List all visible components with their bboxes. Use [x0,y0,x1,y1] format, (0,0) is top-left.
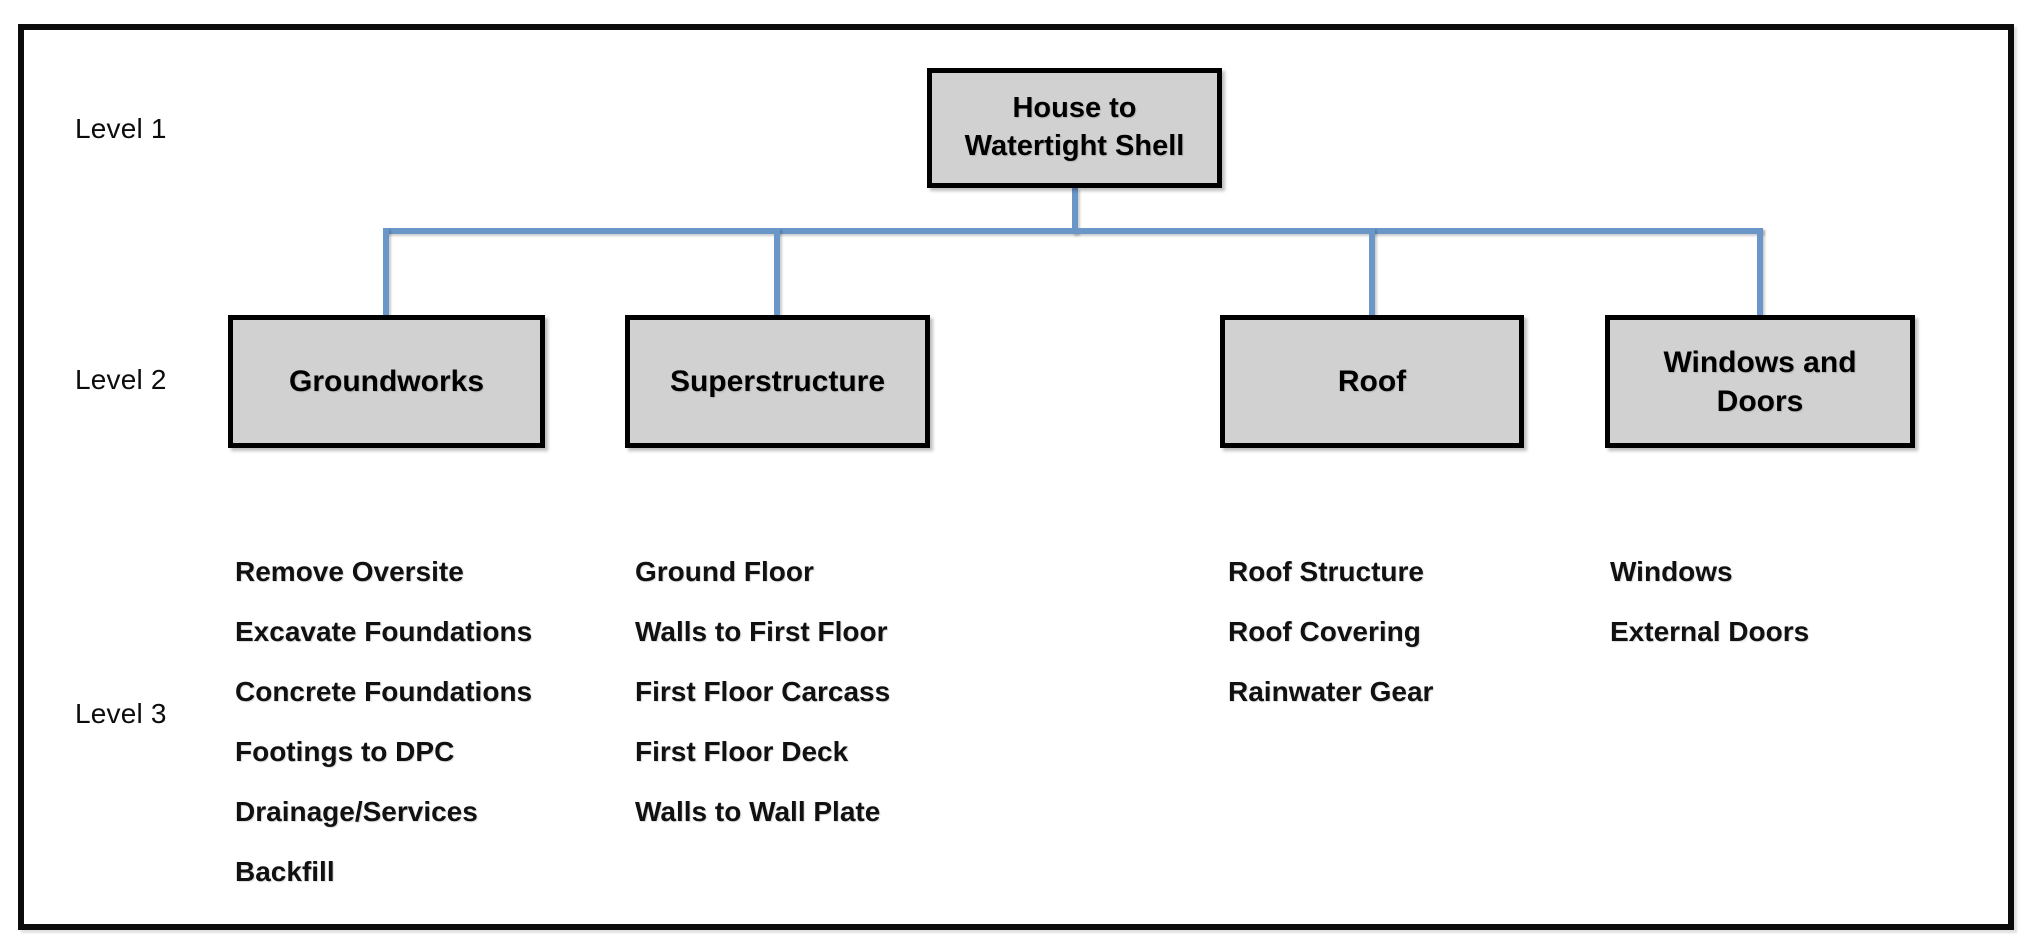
connector-drop-groundworks [383,228,389,315]
branch-box-label: Groundworks [288,365,484,398]
branch-box-label: Roof [1337,365,1407,398]
list-item: External Doors [1610,616,1810,647]
level-3-label: Level 3 [75,698,167,729]
level-1-label: Level 1 [75,113,167,144]
list-item: Drainage/Services [235,796,478,827]
branch-box-label: Superstructure [669,365,886,398]
list-item: Remove Oversite [235,556,464,587]
connector-drop-roof [1369,228,1375,315]
diagram-border [18,24,2014,930]
branch-box-windows-doors: Windows and Doors [1605,315,1915,448]
tasklist-superstructure: Ground Floor Walls to First Floor First … [635,542,890,842]
list-item: Ground Floor [635,556,814,587]
tasklist-groundworks: Remove Oversite Excavate Foundations Con… [235,542,532,902]
tasklist-roof: Roof Structure Roof Covering Rainwater G… [1228,542,1433,722]
connector-drop-superstructure [774,228,780,315]
tasklist-windows-doors: Windows External Doors [1610,542,1809,662]
list-item: Walls to Wall Plate [635,796,881,827]
list-item: Roof Covering [1228,616,1421,647]
root-box: House to Watertight Shell [927,68,1222,188]
connector-drop-windows-doors [1757,228,1763,315]
list-item: Excavate Foundations [235,616,533,647]
root-box-label: House to Watertight Shell [964,92,1185,162]
level-2-label: Level 2 [75,364,167,395]
branch-box-groundworks: Groundworks [228,315,545,448]
list-item: Rainwater Gear [1228,676,1434,707]
list-item: Concrete Foundations [235,676,533,707]
connector-root-stub [1072,188,1078,234]
list-item: Windows [1610,556,1733,587]
branch-box-superstructure: Superstructure [625,315,930,448]
list-item: Footings to DPC [235,736,455,767]
list-item: Roof Structure [1228,556,1424,587]
list-item: Walls to First Floor [635,616,888,647]
branch-box-roof: Roof [1220,315,1524,448]
list-item: Backfill [235,856,335,887]
branch-box-label: Windows and Doors [1663,345,1857,418]
list-item: First Floor Carcass [635,676,891,707]
connector-horizontal-bus [383,228,1763,234]
list-item: First Floor Deck [635,736,849,767]
